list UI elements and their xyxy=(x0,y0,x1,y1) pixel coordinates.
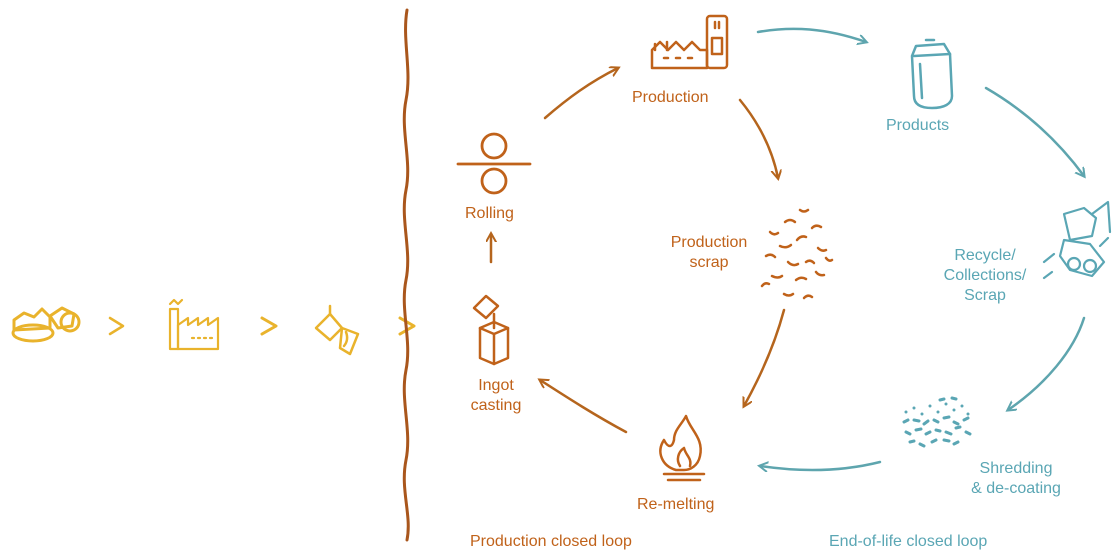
production-scrap-label: Production scrap xyxy=(659,233,759,273)
arrow-shredding-to-remelting xyxy=(760,460,882,470)
shredding-label: Shredding & de-coating xyxy=(958,459,1074,499)
recycle-label-line3: Scrap xyxy=(964,287,1006,304)
production-scrap-label-line2: scrap xyxy=(689,254,729,271)
shredding-label-line1: Shredding xyxy=(979,460,1053,477)
arrow-scrap-to-remelting xyxy=(744,308,786,406)
crushed-cans-icon xyxy=(1042,200,1112,280)
refinery-factory-icon xyxy=(168,298,220,351)
products-label: Products xyxy=(886,117,950,134)
arrow-production-to-products xyxy=(756,27,866,42)
arrow-recycle-to-shredding xyxy=(1008,316,1086,410)
production-scrap-label-line1: Production xyxy=(670,234,748,251)
recycle-label-line1: Recycle/ xyxy=(954,247,1016,264)
rolling-label: Rolling xyxy=(465,205,514,222)
ingot-casting-icon xyxy=(472,294,510,366)
factory-icon xyxy=(650,14,729,70)
recycle-label-line2: Collections/ xyxy=(943,267,1027,284)
chain-separator-2 xyxy=(260,316,278,336)
arrow-remelting-to-ingot xyxy=(540,380,628,434)
arrow-rolling-to-production xyxy=(543,68,618,120)
ingot-casting-label-line2: casting xyxy=(470,397,522,414)
ingot-casting-label-line1: Ingot xyxy=(478,377,514,394)
production-label: Production xyxy=(632,89,709,106)
divider-line xyxy=(402,8,410,542)
flame-icon xyxy=(659,414,706,482)
rolling-mill-icon xyxy=(456,132,532,195)
chain-separator-1 xyxy=(108,316,125,336)
molten-metal-pouring-icon xyxy=(314,304,360,356)
ingot-casting-label: Ingot casting xyxy=(446,376,546,416)
bauxite-ore-icon xyxy=(11,306,81,343)
arrow-production-to-scrap xyxy=(738,98,778,178)
arrow-products-to-recycle xyxy=(984,86,1084,176)
re-melting-label: Re-melting xyxy=(637,496,715,513)
recycle-label: Recycle/ Collections/ Scrap xyxy=(930,246,1040,306)
shredding-label-line2: & de-coating xyxy=(971,480,1061,497)
production-closed-loop-caption: Production closed loop xyxy=(470,533,632,550)
end-of-life-closed-loop-caption: End-of-life closed loop xyxy=(829,533,988,550)
shredded-pieces-icon xyxy=(902,396,972,448)
beverage-can-icon xyxy=(910,38,954,110)
scrap-pieces-icon xyxy=(760,208,834,300)
